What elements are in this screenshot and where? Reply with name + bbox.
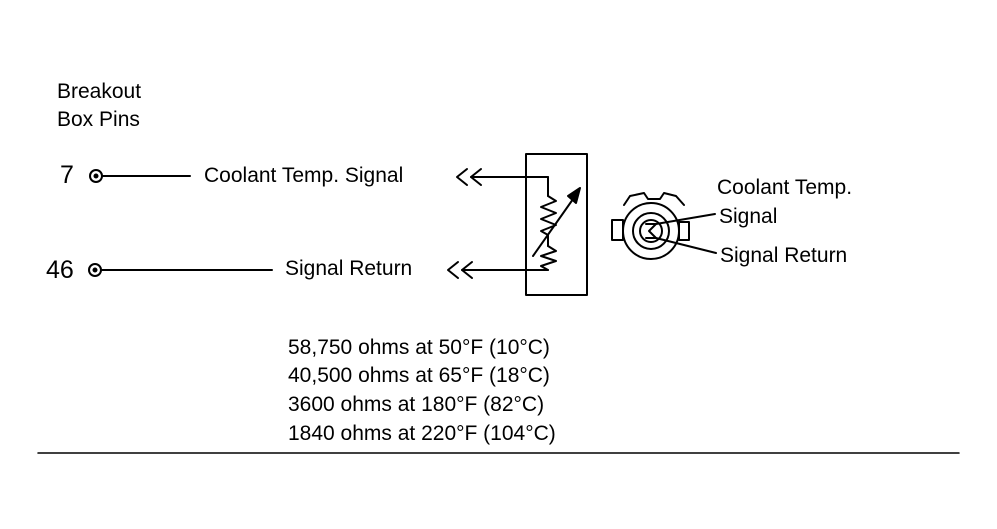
spec-line-4: 1840 ohms at 220°F (104°C) [288, 422, 556, 445]
breakout-title-line2: Box Pins [57, 108, 140, 131]
spec-line-2: 40,500 ohms at 65°F (18°C) [288, 364, 550, 387]
pin-number-7: 7 [60, 161, 74, 189]
thermistor-icon [532, 176, 581, 271]
connector-signal-label-line2: Signal [719, 205, 778, 228]
sensor-connector-icon [611, 192, 717, 260]
pin-46-wire-label: Signal Return [285, 257, 413, 280]
pin-46-terminal-icon [88, 263, 102, 277]
spec-line-1: 58,750 ohms at 50°F (10°C) [288, 336, 550, 359]
pin-7-terminal-icon [89, 169, 103, 183]
breakout-title-line1: Breakout [57, 80, 142, 103]
connector-return-label: Signal Return [720, 244, 848, 267]
connector-signal-label-line1: Coolant Temp. [717, 176, 853, 199]
pin-7-wire-label: Coolant Temp. Signal [204, 164, 404, 187]
pin-number-46: 46 [46, 256, 74, 284]
sensor-box [525, 153, 588, 296]
spec-line-3: 3600 ohms at 180°F (82°C) [288, 393, 545, 416]
